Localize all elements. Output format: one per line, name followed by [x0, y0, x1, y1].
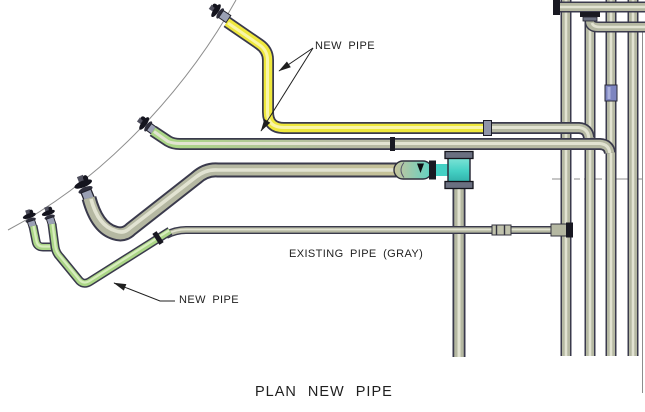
- pipe-sleeve-coupling: [393, 160, 433, 180]
- header-flange: [553, 0, 560, 15]
- flange-ring: [429, 160, 436, 180]
- leader-new-pipe-top: [260, 47, 314, 132]
- existing-riser-group: [560, 0, 639, 356]
- teal-tee-fitting: [444, 150, 474, 190]
- green-pipe-coupling: [152, 231, 164, 245]
- callout-existing-pipe: EXISTING PIPE (GRAY): [289, 248, 424, 260]
- existing-thin-pipe: [164, 222, 573, 239]
- top-elbow-branch-pipe: [580, 12, 645, 33]
- new-pipe-yellow: [205, 0, 595, 139]
- callout-new-pipe-bottom: NEW PIPE: [179, 294, 239, 306]
- green-branch-coupling: [390, 137, 395, 151]
- thin-pipe-coupling: [491, 224, 512, 236]
- elbow-top-flange: [580, 12, 600, 17]
- callout-new-pipe-top: NEW PIPE: [315, 40, 375, 52]
- top-header-pipe: [553, 0, 645, 15]
- new-pipe-green-branch: [133, 112, 616, 155]
- drawing-title: PLAN NEW PIPE: [255, 384, 393, 400]
- riser-coupling-blue: [604, 84, 618, 102]
- thin-pipe-end-flange: [550, 222, 573, 238]
- new-pipe-green-bottom: [20, 204, 173, 288]
- yellow-pipe-coupling: [483, 120, 492, 136]
- leader-new-pipe-bottom: [113, 282, 175, 302]
- existing-main-pipe: [70, 150, 474, 242]
- construction-arc: [7, 0, 237, 231]
- valve-marker: [417, 163, 424, 173]
